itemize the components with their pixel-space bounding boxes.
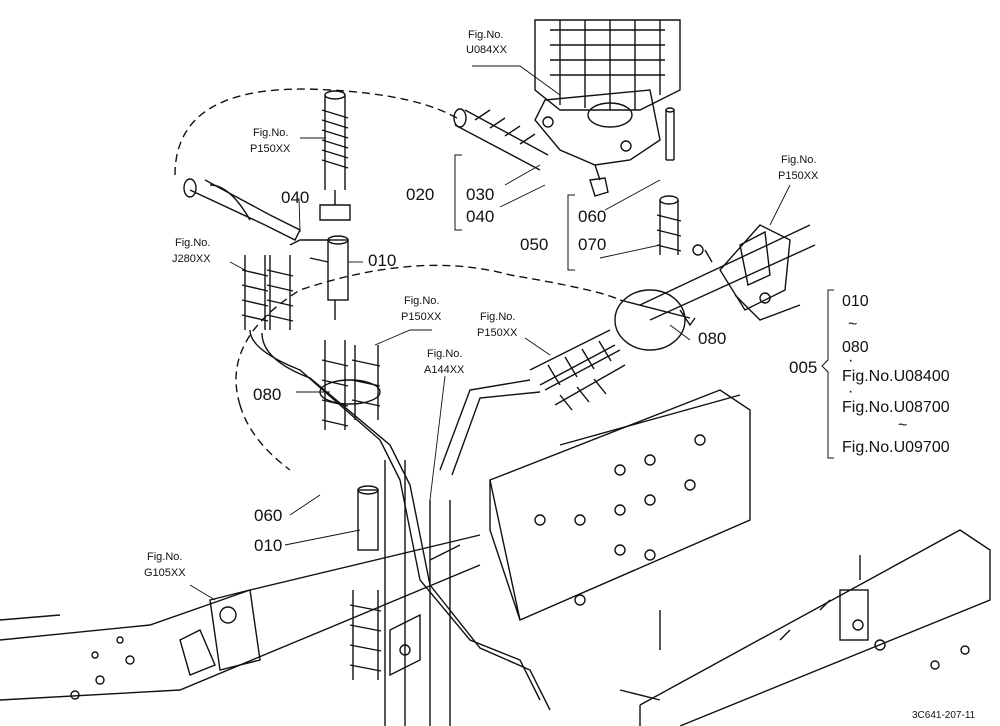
- label-005: 005: [789, 358, 817, 377]
- valve-stud: [665, 107, 675, 161]
- label-fig-p150-low-b: P150XX: [477, 327, 518, 339]
- label-fig-a144-a: Fig.No.: [427, 348, 462, 360]
- band-clamp: [614, 289, 696, 351]
- label-fig-p150-top-b: P150XX: [250, 143, 291, 155]
- label-fig-u084-b: U084XX: [466, 44, 508, 56]
- label-050: 050: [520, 235, 548, 254]
- rod: [639, 224, 816, 321]
- label-020: 020: [406, 185, 434, 204]
- label-080-left: 080: [253, 385, 281, 404]
- hose-lines: [249, 239, 551, 711]
- spring-top: [319, 90, 351, 221]
- label-040-left: 040: [281, 188, 309, 207]
- dashed-hose: [174, 88, 621, 471]
- spring-030: [453, 108, 549, 171]
- label-060-left: 060: [254, 506, 282, 525]
- label-010-lower: 010: [254, 536, 282, 555]
- label-fig-a144-b: A144XX: [424, 364, 465, 376]
- frame-rail: [619, 529, 991, 726]
- label-fig-j280-b: J280XX: [172, 253, 211, 265]
- bracket-line-9: Fig.No.U09700: [842, 439, 950, 456]
- label-fig-u084-a: Fig.No.: [468, 29, 503, 41]
- label-070: 070: [578, 235, 606, 254]
- spring-pair-right: [529, 329, 626, 411]
- label-fig-p150-mid-a: Fig.No.: [404, 295, 439, 307]
- lower-left-frame: [0, 534, 481, 701]
- pipe-010-upper: [309, 235, 349, 320]
- bracket-line-7: Fig.No.U08700: [842, 399, 950, 416]
- bracket-line-5: Fig.No.U08400: [842, 368, 950, 385]
- bracket-line-4: ·: [848, 352, 853, 369]
- bracket-line-2: ~: [848, 316, 857, 333]
- bracket-line-6: ·: [848, 383, 853, 400]
- label-060-right: 060: [578, 207, 606, 226]
- label-fig-g105-b: G105XX: [144, 567, 186, 579]
- label-030: 030: [466, 185, 494, 204]
- group-brackets: [454, 154, 834, 459]
- label-fig-g105-a: Fig.No.: [147, 551, 182, 563]
- spring-070: [656, 195, 682, 255]
- frame-plate: [489, 389, 751, 621]
- bracket-line-8: ~: [898, 417, 907, 434]
- bracket-line-1: 010: [842, 293, 869, 310]
- label-fig-p150-mid-b: P150XX: [401, 311, 442, 323]
- label-fig-p150-top-a: Fig.No.: [253, 127, 288, 139]
- label-040-right: 040: [466, 207, 494, 226]
- label-fig-p150-low-a: Fig.No.: [480, 311, 515, 323]
- hose-bracket: [692, 224, 801, 321]
- drawing-code: 3C641-207-11: [912, 710, 976, 721]
- label-fig-j280-a: Fig.No.: [175, 237, 210, 249]
- leader-lines: [189, 65, 791, 601]
- label-fig-p150-right-a: Fig.No.: [781, 154, 816, 166]
- label-080-right: 080: [698, 329, 726, 348]
- bracket-line-3: 080: [842, 339, 869, 356]
- label-010-upper: 010: [368, 251, 396, 270]
- spring-pair-j280: [241, 255, 294, 330]
- control-valve: [534, 19, 681, 197]
- label-fig-p150-right-b: P150XX: [778, 170, 819, 182]
- guide-post: [384, 460, 461, 726]
- hose-upper-left: [183, 178, 301, 241]
- spring-pair-center: [319, 340, 381, 430]
- pipe-010-lower: [357, 485, 379, 551]
